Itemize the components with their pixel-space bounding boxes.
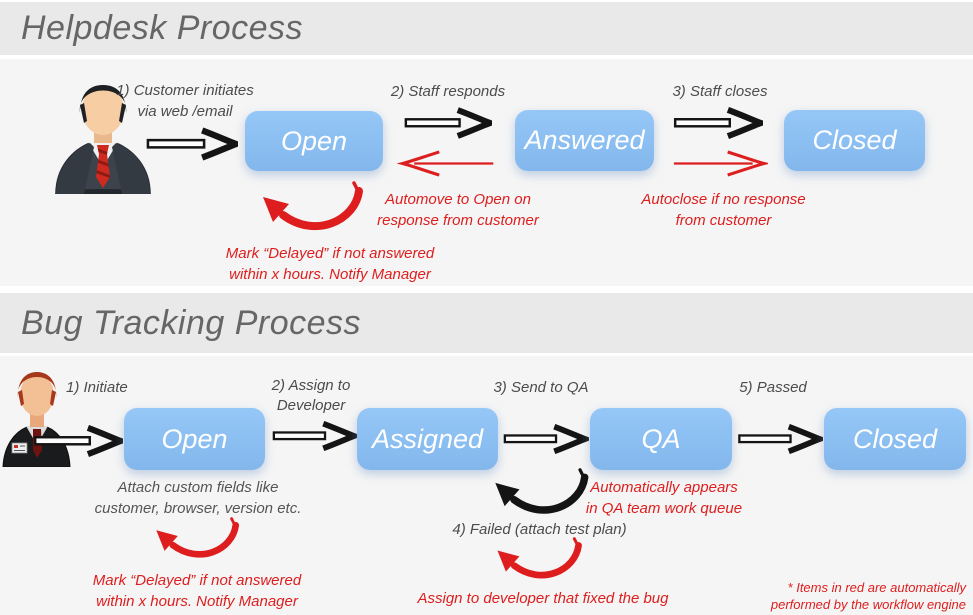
bug-step5-label: 5) Passed (739, 379, 807, 396)
helpdesk-step3-label: 3) Staff closes (672, 83, 768, 100)
custom-fields-note: Attach custom fields like customer, brow… (94, 479, 302, 517)
bug-step4-label: 4) Failed (attach test plan) (452, 521, 627, 538)
bug-step1-label: 1) Initiate (66, 379, 128, 396)
bugtracking-title-bar: Bug Tracking Process (0, 293, 973, 353)
state-box-assigned: Assigned (357, 408, 498, 470)
arrow-open-to-answered (404, 107, 492, 139)
qa-queue-note: Automatically appears in QA team work qu… (585, 479, 743, 517)
assign-developer-note: Assign to developer that fixed the bug (417, 590, 669, 607)
bugtracking-section (0, 356, 973, 615)
state-box-qa: QA (590, 408, 732, 470)
bug-step3-label: 3) Send to QA (493, 379, 589, 396)
helpdesk-step2-label: 2) Staff responds (390, 83, 506, 100)
automove-note: Automove to Open on response from custom… (377, 191, 539, 229)
delayed-note-helpdesk: Mark “Delayed” if not answered within x … (225, 245, 435, 283)
delayed-note-bug: Mark “Delayed” if not answered within x … (92, 572, 302, 610)
arrow-answered-to-closed (673, 107, 763, 139)
automation-arrow-delayed-helpdesk (263, 181, 363, 230)
state-box-closed-helpdesk: Closed (784, 110, 925, 171)
state-open-label: Open (280, 125, 348, 156)
arrow-open-to-assigned (272, 421, 358, 451)
helpdesk-title-bar: Helpdesk Process (0, 2, 973, 55)
state-closed-label: Closed (812, 125, 897, 155)
automation-arrow-autoclose (673, 150, 768, 177)
bugtracking-title: Bug Tracking Process (21, 303, 362, 342)
automation-arrow-delayed-bug (156, 517, 240, 558)
state-qa-label: QA (641, 423, 681, 454)
state-box-closed-bug: Closed (824, 408, 966, 470)
arrow-customer-to-open (146, 127, 238, 161)
autoclose-note: Autoclose if no response from customer (641, 191, 806, 229)
state-answered-label: Answered (524, 125, 645, 155)
helpdesk-section (0, 59, 973, 286)
state-assigned-label: Assigned (371, 423, 484, 454)
automation-arrow-assign-developer (497, 537, 582, 579)
arrow-qa-failed-to-assigned (495, 468, 589, 514)
state-box-answered: Answered (515, 110, 654, 171)
arrow-assigned-to-qa (503, 424, 589, 454)
helpdesk-title: Helpdesk Process (21, 9, 304, 47)
helpdesk-step1-label: 1) Customer initiates via web /email (116, 82, 254, 120)
state-box-open-helpdesk: Open (245, 111, 383, 171)
arrow-reporter-to-open (33, 425, 123, 457)
workflow-footnote: * Items in red are automatically perform… (770, 580, 966, 612)
bug-step2-label: 2) Assign to Developer (271, 377, 351, 414)
state-open-bug-label: Open (161, 423, 228, 454)
state-box-open-bug: Open (124, 408, 265, 470)
automation-arrow-answered-to-open (397, 150, 494, 177)
customer-avatar-icon (55, 85, 151, 194)
arrow-qa-to-closed (738, 424, 823, 454)
state-closed-bug-label: Closed (852, 423, 938, 454)
